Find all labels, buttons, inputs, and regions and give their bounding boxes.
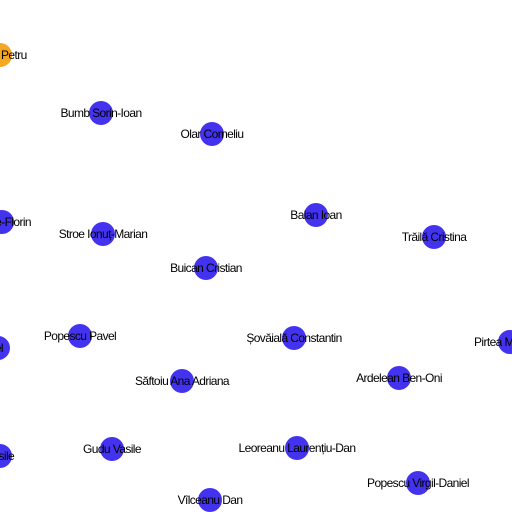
graph-node[interactable]: Pirtea M (474, 330, 512, 354)
node-circle[interactable] (282, 326, 306, 350)
node-label: Gudu Vasile (83, 442, 142, 456)
node-circle[interactable] (0, 336, 10, 360)
node-circle[interactable] (89, 101, 113, 125)
node-label: Trăilă Cristina (402, 230, 467, 244)
node-circle[interactable] (285, 436, 309, 460)
node-circle[interactable] (0, 43, 12, 67)
graph-node[interactable]: Gudu Vasile (83, 437, 142, 461)
node-label: Popescu Pavel (44, 329, 116, 343)
graph-node[interactable]: Ardelean Ben-Oni (356, 366, 442, 390)
node-circle[interactable] (387, 366, 411, 390)
node-label: Popescu Virgil-Daniel (367, 476, 469, 490)
node-label: Petru (1, 48, 27, 62)
node-circle[interactable] (200, 122, 224, 146)
graph-node[interactable]: Buican Cristian (170, 256, 242, 280)
graph-node[interactable]: Balan Ioan (290, 203, 342, 227)
node-label: Pirtea M (474, 335, 512, 349)
node-label: Buican Cristian (170, 261, 242, 275)
node-circle[interactable] (498, 330, 512, 354)
node-circle[interactable] (91, 222, 115, 246)
node-label: Vasile (0, 449, 15, 463)
graph-node[interactable]: Vasile-Florin (0, 210, 32, 234)
node-label: Săftoiu Ana Adriana (135, 374, 230, 388)
node-circle[interactable] (194, 256, 218, 280)
node-label: Balan Ioan (290, 208, 341, 222)
node-label: Șovăială Constantin (246, 331, 341, 345)
graph-node[interactable]: Petru (0, 43, 27, 67)
graph-node[interactable]: el (0, 336, 10, 360)
graph-node[interactable]: Leoreanu Laurențiu-Dan (239, 436, 356, 460)
node-label: Leoreanu Laurențiu-Dan (239, 441, 356, 455)
node-label: el (0, 341, 3, 355)
node-circle[interactable] (100, 437, 124, 461)
graph-node[interactable]: Popescu Virgil-Daniel (367, 471, 470, 495)
graph-node[interactable]: Vîlceanu Dan (178, 488, 243, 512)
node-circle[interactable] (0, 444, 12, 468)
node-label: Bumb Sorin-Ioan (60, 106, 141, 120)
graph-node[interactable]: Săftoiu Ana Adriana (135, 369, 231, 393)
graph-node[interactable]: Popescu Pavel (44, 324, 117, 348)
node-circle[interactable] (0, 210, 14, 234)
node-circle[interactable] (422, 225, 446, 249)
graph-node[interactable]: Șovăială Constantin (246, 326, 342, 350)
graph-node[interactable]: Trăilă Cristina (402, 225, 468, 249)
graph-node[interactable]: Vasile (0, 444, 16, 468)
node-circle[interactable] (198, 488, 222, 512)
node-label: Ardelean Ben-Oni (356, 371, 442, 385)
node-circle[interactable] (68, 324, 92, 348)
node-label: Vasile-Florin (0, 215, 31, 229)
node-circle[interactable] (170, 369, 194, 393)
graph-node[interactable]: Bumb Sorin-Ioan (60, 101, 142, 125)
graph-node[interactable]: Stroe Ionuț-Marian (59, 222, 148, 246)
node-label: Vîlceanu Dan (178, 493, 243, 507)
graph-node[interactable]: Olar Corneliu (181, 122, 244, 146)
node-circle[interactable] (304, 203, 328, 227)
node-label: Stroe Ionuț-Marian (59, 227, 148, 241)
node-circle[interactable] (406, 471, 430, 495)
node-label: Olar Corneliu (181, 127, 244, 141)
